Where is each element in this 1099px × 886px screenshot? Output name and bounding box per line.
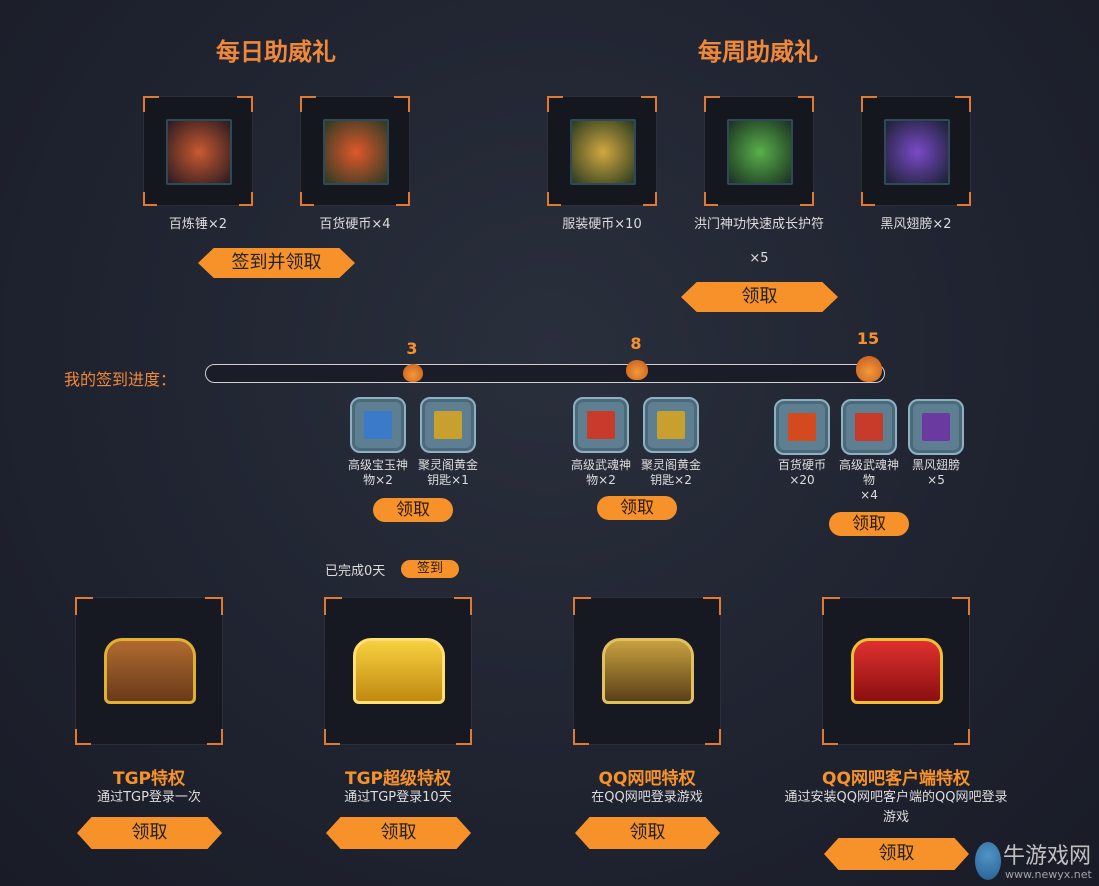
reward-label-block: 高级武魂神物×4 xyxy=(836,458,902,503)
privilege-desc-line1: 通过安装QQ网吧客户端的QQ网吧登录 xyxy=(784,790,1008,805)
watermark: 牛游戏网 www.newyx.net xyxy=(975,838,1099,884)
reward-label: 高级武魂神 xyxy=(838,458,899,472)
milestone-day: 8 xyxy=(630,334,642,353)
reward-icon xyxy=(908,399,964,455)
bow-coin-icon xyxy=(323,119,389,185)
progress-bar xyxy=(205,364,885,383)
qq-netbar-client-privilege-chest xyxy=(822,597,970,745)
weekly-item-2 xyxy=(704,96,814,206)
reward-icon xyxy=(841,399,897,455)
reward-label-block: 高级宝玉神物×2 xyxy=(345,458,411,488)
reward-icon xyxy=(774,399,830,455)
reward-icon xyxy=(643,397,699,453)
wing-icon xyxy=(884,119,950,185)
weekly-claim-button[interactable]: 领取 xyxy=(681,282,838,312)
qq-netbar-claim-button[interactable]: 领取 xyxy=(575,817,720,849)
reward-label-block: 聚灵阁黄金钥匙×1 xyxy=(415,458,481,488)
watermark-url: www.newyx.net xyxy=(1005,868,1092,881)
reward-qty: ×5 xyxy=(927,473,945,487)
privilege-title: TGP超级特权 xyxy=(344,769,451,789)
privilege-desc: 通过TGP登录一次 xyxy=(97,790,201,805)
daily-item-2 xyxy=(300,96,410,206)
item-label: 服装硬币×10 xyxy=(562,217,642,232)
privilege-desc: 通过TGP登录10天 xyxy=(344,790,452,805)
reward-qty: 物×2 xyxy=(586,473,616,487)
reward-label-2: 物 xyxy=(862,473,875,487)
reward-qty: ×4 xyxy=(860,488,878,502)
reward-label-block: 高级武魂神物×2 xyxy=(568,458,634,488)
daily-item-1 xyxy=(143,96,253,206)
watermark-name: 牛游戏网 xyxy=(1003,844,1092,869)
reward-label-block: 聚灵阁黄金钥匙×2 xyxy=(638,458,704,488)
reward-qty: 钥匙×1 xyxy=(427,473,469,487)
milestone-day: 15 xyxy=(856,329,880,348)
amulet-icon xyxy=(727,119,793,185)
hammer-icon xyxy=(166,119,232,185)
item-qty: ×5 xyxy=(749,251,769,266)
signin-button[interactable]: 签到 xyxy=(401,560,459,578)
qq-netbar-privilege-chest xyxy=(573,597,721,745)
weekly-item-1 xyxy=(547,96,657,206)
reward-qty: 物×2 xyxy=(363,473,393,487)
reward-bag-icon[interactable] xyxy=(403,364,423,382)
reward-bag-icon[interactable] xyxy=(626,360,648,380)
privilege-desc: 在QQ网吧登录游戏 xyxy=(591,790,703,805)
reward-label: 黑风翅膀 xyxy=(911,458,960,472)
reward-qty: 钥匙×2 xyxy=(650,473,692,487)
privilege-title: TGP特权 xyxy=(112,769,185,789)
item-label: 黑风翅膀×2 xyxy=(880,217,952,232)
chest-icon xyxy=(851,638,943,704)
progress-label: 我的签到进度： xyxy=(64,370,177,389)
reward-label-block: 黑风翅膀×5 xyxy=(903,458,969,488)
daily-title: 每日助威礼 xyxy=(216,38,336,66)
tgp-super-claim-button[interactable]: 领取 xyxy=(326,817,471,849)
tgp-super-privilege-chest xyxy=(324,597,472,745)
reward-icon xyxy=(420,397,476,453)
reward-qty: ×20 xyxy=(789,473,815,487)
reward-icon xyxy=(573,397,629,453)
signin-status: 已完成0天 xyxy=(325,564,386,579)
reward-label-block: 百货硬币×20 xyxy=(769,458,835,488)
reward-icon xyxy=(350,397,406,453)
milestone-3-claim-button[interactable]: 领取 xyxy=(373,498,453,522)
weekly-item-3 xyxy=(861,96,971,206)
reward-label: 高级武魂神 xyxy=(570,458,631,472)
chest-icon xyxy=(602,638,694,704)
reward-label: 聚灵阁黄金 xyxy=(417,458,478,472)
milestone-8-claim-button[interactable]: 领取 xyxy=(597,496,677,520)
reward-label: 高级宝玉神 xyxy=(347,458,408,472)
privilege-desc-line2: 游戏 xyxy=(882,810,909,825)
item-label: 百货硬币×4 xyxy=(319,217,391,232)
chest-icon xyxy=(353,638,445,704)
qq-netbar-client-claim-button[interactable]: 领取 xyxy=(824,838,969,870)
milestone-15-claim-button[interactable]: 领取 xyxy=(829,512,909,536)
mascot-icon xyxy=(975,842,1001,880)
milestone-day: 3 xyxy=(406,339,418,358)
weekly-title: 每周助威礼 xyxy=(698,38,818,66)
privilege-desc: 通过安装QQ网吧客户端的QQ网吧登录游戏 xyxy=(766,788,1026,828)
costume-coin-icon xyxy=(570,119,636,185)
chest-icon xyxy=(104,638,196,704)
reward-label: 百货硬币 xyxy=(777,458,826,472)
privilege-title: QQ网吧客户端特权 xyxy=(822,769,970,789)
item-label: 百炼锤×2 xyxy=(168,217,228,232)
tgp-claim-button[interactable]: 领取 xyxy=(77,817,222,849)
reward-label: 聚灵阁黄金 xyxy=(640,458,701,472)
item-label: 洪门神功快速成长护符 xyxy=(693,217,824,232)
tgp-privilege-chest xyxy=(75,597,223,745)
privilege-title: QQ网吧特权 xyxy=(598,769,696,789)
daily-signin-claim-button[interactable]: 签到并领取 xyxy=(198,248,355,278)
reward-bag-icon[interactable] xyxy=(856,356,882,382)
